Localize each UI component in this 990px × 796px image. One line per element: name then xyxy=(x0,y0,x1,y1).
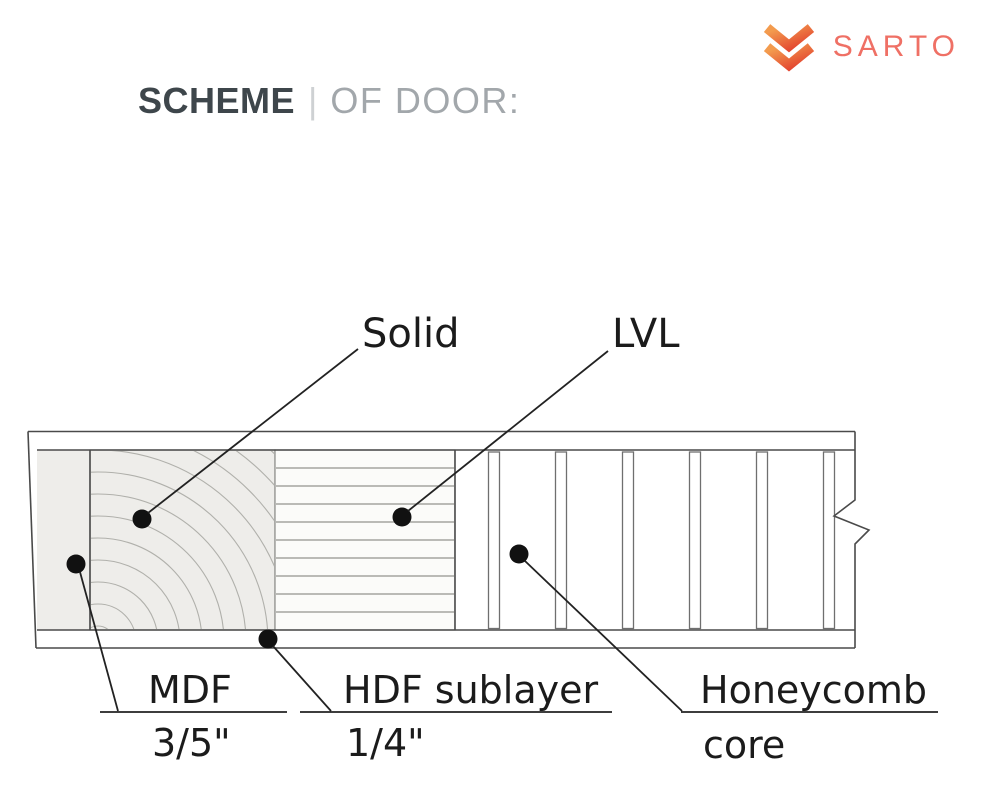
callout-dots xyxy=(66,507,529,649)
page-title: SCHEME | OF DOOR: xyxy=(138,80,520,122)
door-outline xyxy=(27,430,871,649)
lvl-dot xyxy=(392,507,412,527)
honeycomb-dot xyxy=(509,544,529,564)
heading-scheme: SCHEME xyxy=(138,80,296,121)
leader-lines xyxy=(79,348,938,713)
honeycomb-cells xyxy=(487,451,836,630)
label-honeycomb-core: core xyxy=(703,723,785,767)
label-mdf: MDF xyxy=(148,668,232,712)
honeycomb-section xyxy=(455,450,855,630)
label-honeycomb: Honeycomb xyxy=(700,668,927,712)
label-hdf-size: 1/4" xyxy=(346,721,425,765)
heading-subtitle: OF DOOR: xyxy=(330,80,521,121)
wood-grain-pattern xyxy=(91,451,274,629)
heading-separator: | xyxy=(308,80,318,121)
lvl-laminations xyxy=(276,467,454,613)
sarto-logo-icon xyxy=(763,24,814,72)
brand-name: SARTO xyxy=(832,30,960,63)
hdf-dot xyxy=(258,629,278,649)
logo: SARTO xyxy=(761,20,960,74)
label-lvl: LVL xyxy=(612,311,680,357)
label-mdf-size: 3/5" xyxy=(152,721,231,765)
mdf-section xyxy=(37,450,90,630)
label-solid: Solid xyxy=(362,311,459,357)
mdf-dot xyxy=(66,554,86,574)
label-hdf: HDF sublayer xyxy=(343,668,598,712)
break-symbol xyxy=(832,431,871,648)
solid-dot xyxy=(132,509,152,529)
